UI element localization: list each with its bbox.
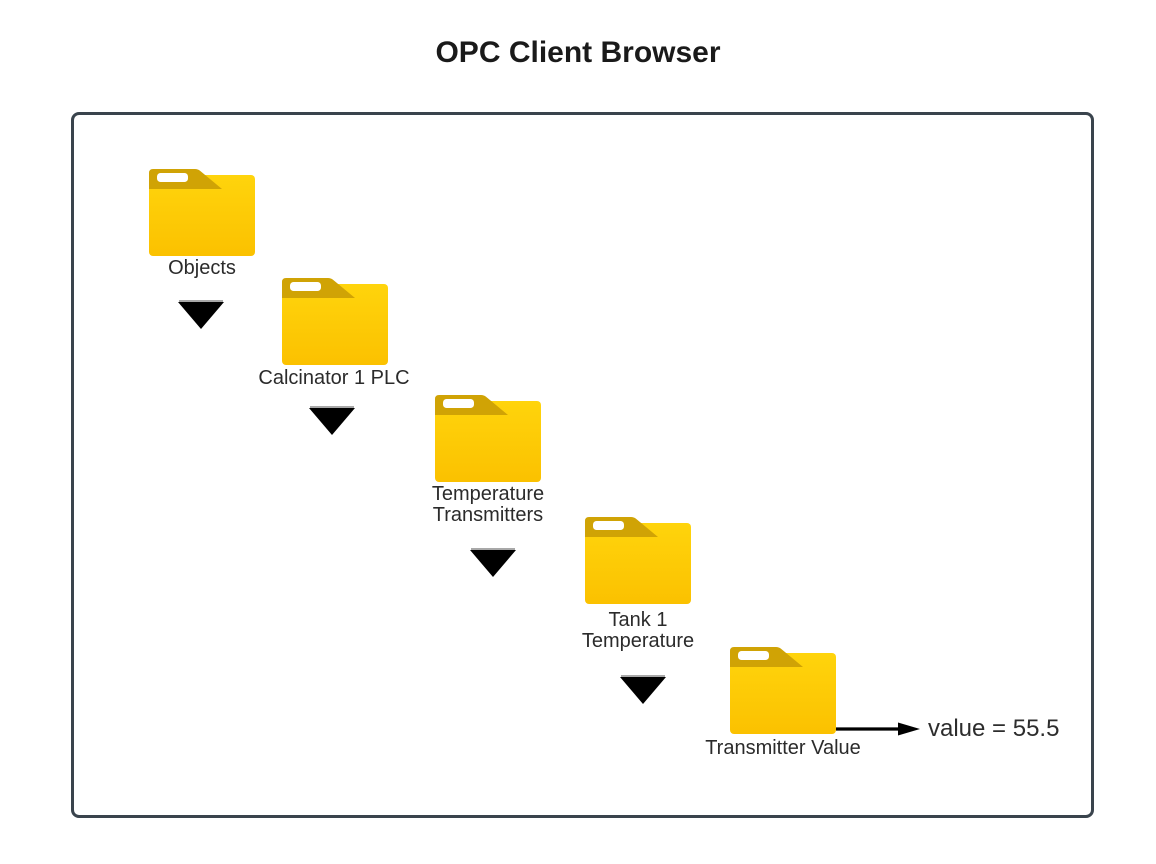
folder-icon[interactable] — [730, 647, 836, 734]
node-label-line: Calcinator 1 PLC — [258, 367, 410, 389]
triangle-down-icon[interactable] — [620, 675, 666, 705]
node-label-calcinator-1-plc: Calcinator 1 PLC — [224, 368, 444, 389]
arrow-right-icon — [836, 722, 920, 736]
node-label-temperature-transmitters: Temperature Transmitters — [378, 484, 598, 526]
node-label-objects: Objects — [92, 258, 312, 279]
node-label-line: Objects — [168, 257, 236, 279]
browser-panel: Objects Calcinator 1 PLC — [71, 112, 1094, 818]
node-label-tank-1-temperature: Tank 1 Temperature — [528, 610, 748, 652]
page-title: OPC Client Browser — [435, 36, 721, 69]
folder-icon[interactable] — [282, 278, 388, 365]
folder-icon[interactable] — [435, 395, 541, 482]
node-label-transmitter-value: Transmitter Value — [673, 738, 893, 759]
node-label-line: Transmitters — [432, 504, 544, 526]
node-label-line: Tank 1 — [608, 609, 668, 631]
value-readout: value = 55.5 — [928, 715, 1060, 742]
node-label-line: Temperature — [431, 483, 545, 505]
folder-icon[interactable] — [585, 517, 691, 604]
triangle-down-icon[interactable] — [309, 406, 355, 436]
triangle-down-icon[interactable] — [470, 548, 516, 578]
node-label-line: Transmitter Value — [705, 737, 861, 759]
folder-icon[interactable] — [149, 169, 255, 256]
triangle-down-icon[interactable] — [178, 300, 224, 330]
node-label-line: Temperature — [581, 630, 695, 652]
